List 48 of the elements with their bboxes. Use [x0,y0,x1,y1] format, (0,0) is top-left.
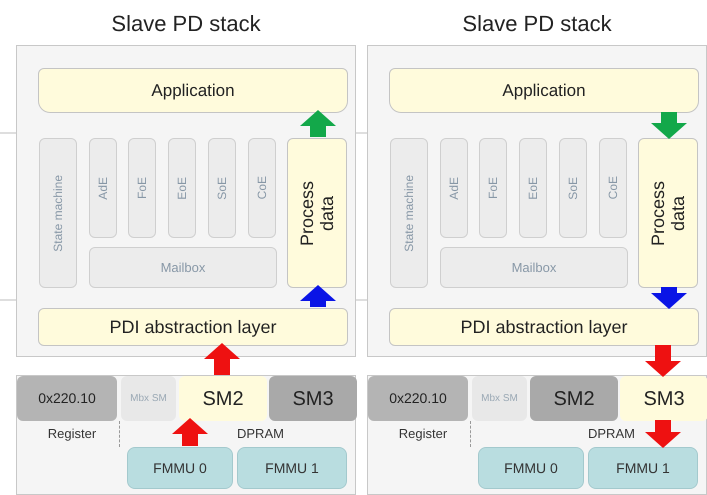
sync-manager-box: SM2 [530,376,618,421]
block-arrow [300,285,336,307]
region-label: DPRAM [237,425,284,443]
block-arrow [300,110,336,137]
protocol-box: State machine [39,138,77,288]
mailbox-box: Mailbox [89,247,277,288]
region-label: DPRAM [588,425,635,443]
block-arrow [172,418,208,446]
fmmu-box: FMMU 0 [478,447,584,489]
fmmu-box: FMMU 1 [237,447,347,489]
application-box: Application [38,68,348,113]
protocol-box: State machine [390,138,428,288]
block-arrow [204,343,240,375]
stack-title: Slave PD stack [110,10,262,38]
mailbox-sm-box: Mbx SM [121,376,176,421]
protocol-box: AdE [89,138,117,238]
register-box: 0x220.10 [368,376,468,421]
fmmu-box: FMMU 1 [588,447,698,489]
protocol-box: FoE [128,138,156,238]
protocol-box: AdE [440,138,468,238]
process-data-box: Process data [287,138,347,288]
pdi-layer-box: PDI abstraction layer [389,308,699,346]
block-arrow [645,345,681,377]
sync-manager-box: SM2 [179,376,267,421]
region-label: Register [398,425,448,443]
block-arrow [651,287,687,309]
protocol-box: FoE [479,138,507,238]
sync-manager-box: SM3 [620,376,707,421]
protocol-box: SoE [208,138,236,238]
register-box: 0x220.10 [17,376,117,421]
protocol-box: SoE [559,138,587,238]
block-arrow [651,112,687,139]
protocol-box: CoE [599,138,627,238]
mailbox-sm-box: Mbx SM [472,376,527,421]
block-arrow [645,420,681,448]
memory-panel [367,375,707,495]
protocol-box: EoE [168,138,196,238]
pdi-layer-box: PDI abstraction layer [38,308,348,346]
region-label: Register [46,425,98,443]
mailbox-box: Mailbox [440,247,628,288]
application-box: Application [389,68,699,113]
process-data-box: Process data [638,138,698,288]
memory-panel [16,375,356,495]
fmmu-box: FMMU 0 [127,447,233,489]
stack-title: Slave PD stack [461,10,613,38]
protocol-box: CoE [248,138,276,238]
protocol-box: EoE [519,138,547,238]
sync-manager-box: SM3 [269,376,357,421]
